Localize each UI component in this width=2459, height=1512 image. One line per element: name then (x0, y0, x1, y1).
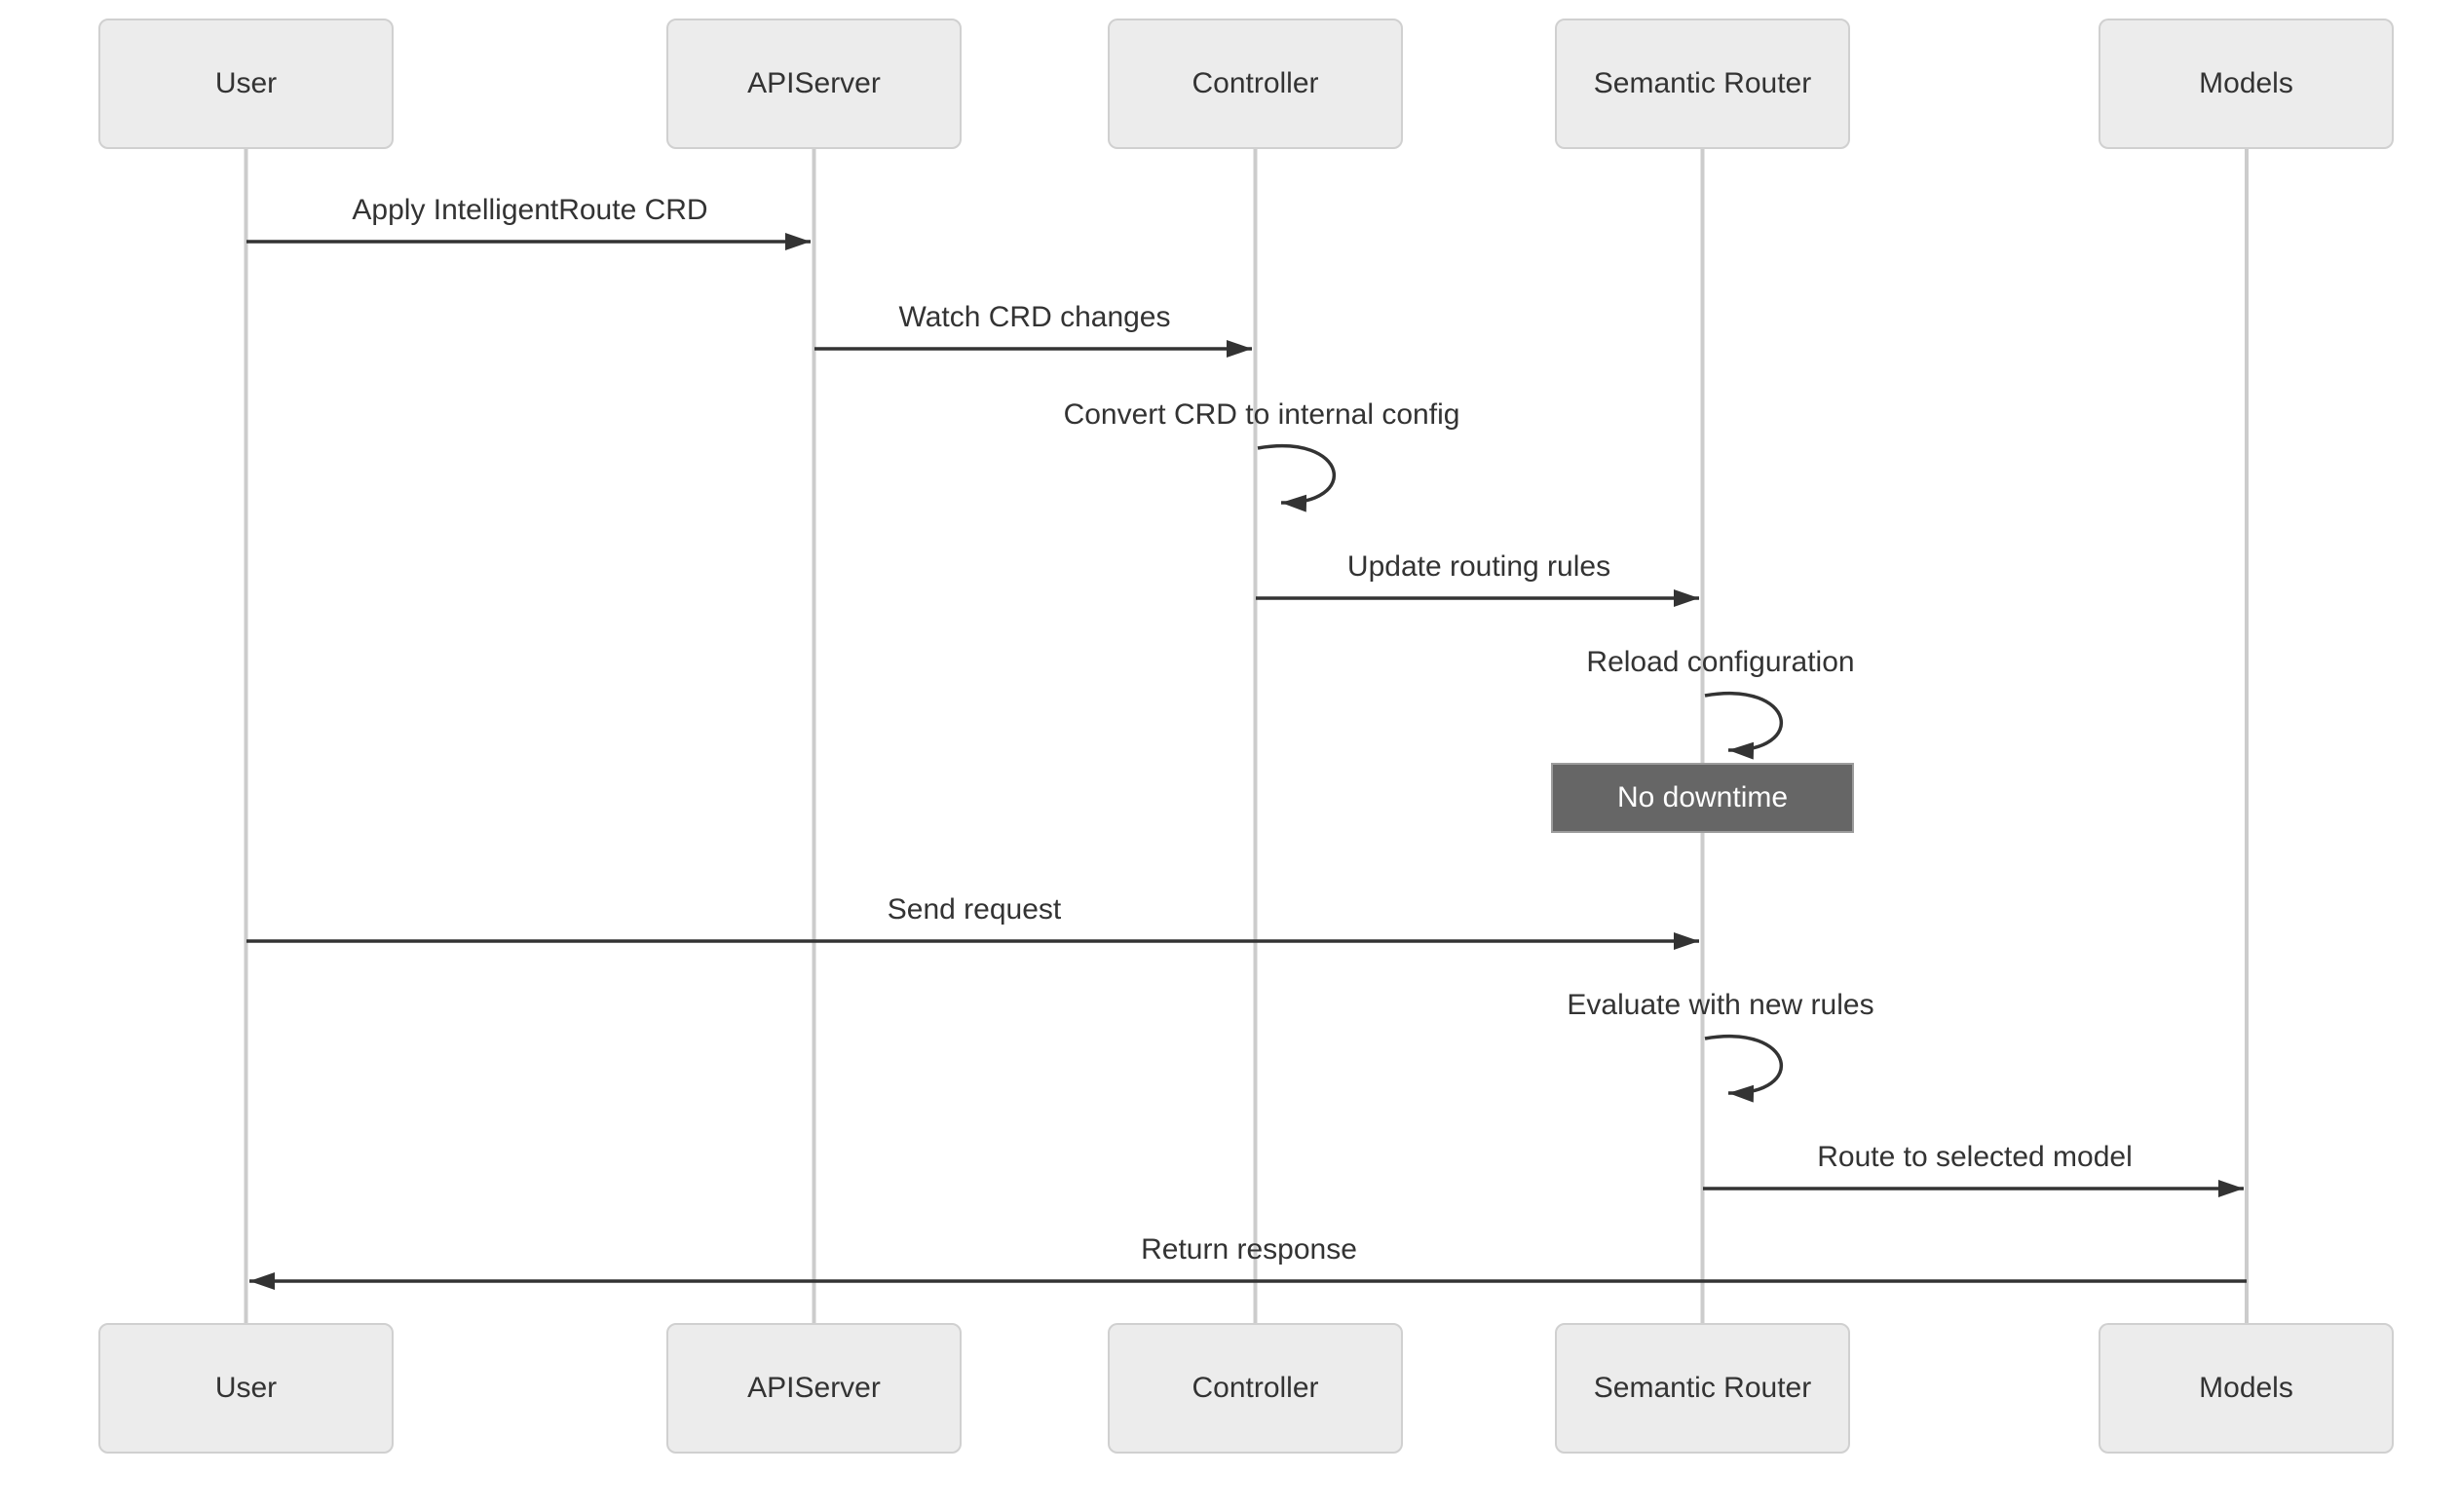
actor-label: Semantic Router (1593, 1372, 1812, 1404)
self-loop-reload-config (1704, 692, 1784, 760)
actor-label: Semantic Router (1593, 67, 1812, 99)
actor-label: Controller (1192, 1372, 1319, 1404)
message-label-return-response: Return response (1141, 1233, 1357, 1266)
message-label-apply-crd: Apply IntelligentRoute CRD (352, 194, 708, 226)
actor-label: Models (2199, 67, 2293, 99)
actor-label: APIServer (747, 67, 881, 99)
actor-label: Controller (1192, 67, 1319, 99)
actor-label: User (214, 67, 278, 99)
actor-box-semantic-router-top: Semantic Router (1555, 19, 1850, 149)
message-label-route-model: Route to selected model (1817, 1141, 2133, 1173)
actor-label: APIServer (747, 1372, 881, 1404)
actor-box-user-top: User (98, 19, 394, 149)
actor-box-models-bottom: Models (2099, 1323, 2394, 1454)
message-label-watch-crd: Watch CRD changes (898, 301, 1171, 333)
message-label-send-request: Send request (887, 893, 1062, 926)
actor-box-apiserver-bottom: APIServer (666, 1323, 962, 1454)
message-label-update-rules: Update routing rules (1346, 550, 1611, 583)
self-loop-evaluate-rules (1704, 1035, 1784, 1103)
message-label-convert-crd: Convert CRD to internal config (1063, 398, 1460, 431)
actor-label: Models (2199, 1372, 2293, 1404)
actor-box-controller-bottom: Controller (1108, 1323, 1403, 1454)
note-label: No downtime (1616, 781, 1789, 813)
actor-box-controller-top: Controller (1108, 19, 1403, 149)
actor-label: User (214, 1372, 278, 1404)
actor-box-models-top: Models (2099, 19, 2394, 149)
message-label-reload-config: Reload configuration (1586, 646, 1855, 678)
self-loop-convert-crd (1257, 444, 1337, 512)
actor-box-semantic-router-bottom: Semantic Router (1555, 1323, 1850, 1454)
message-label-evaluate-rules: Evaluate with new rules (1567, 989, 1874, 1021)
actor-box-user-bottom: User (98, 1323, 394, 1454)
actor-box-apiserver-top: APIServer (666, 19, 962, 149)
note-no-downtime: No downtime (1551, 763, 1854, 833)
